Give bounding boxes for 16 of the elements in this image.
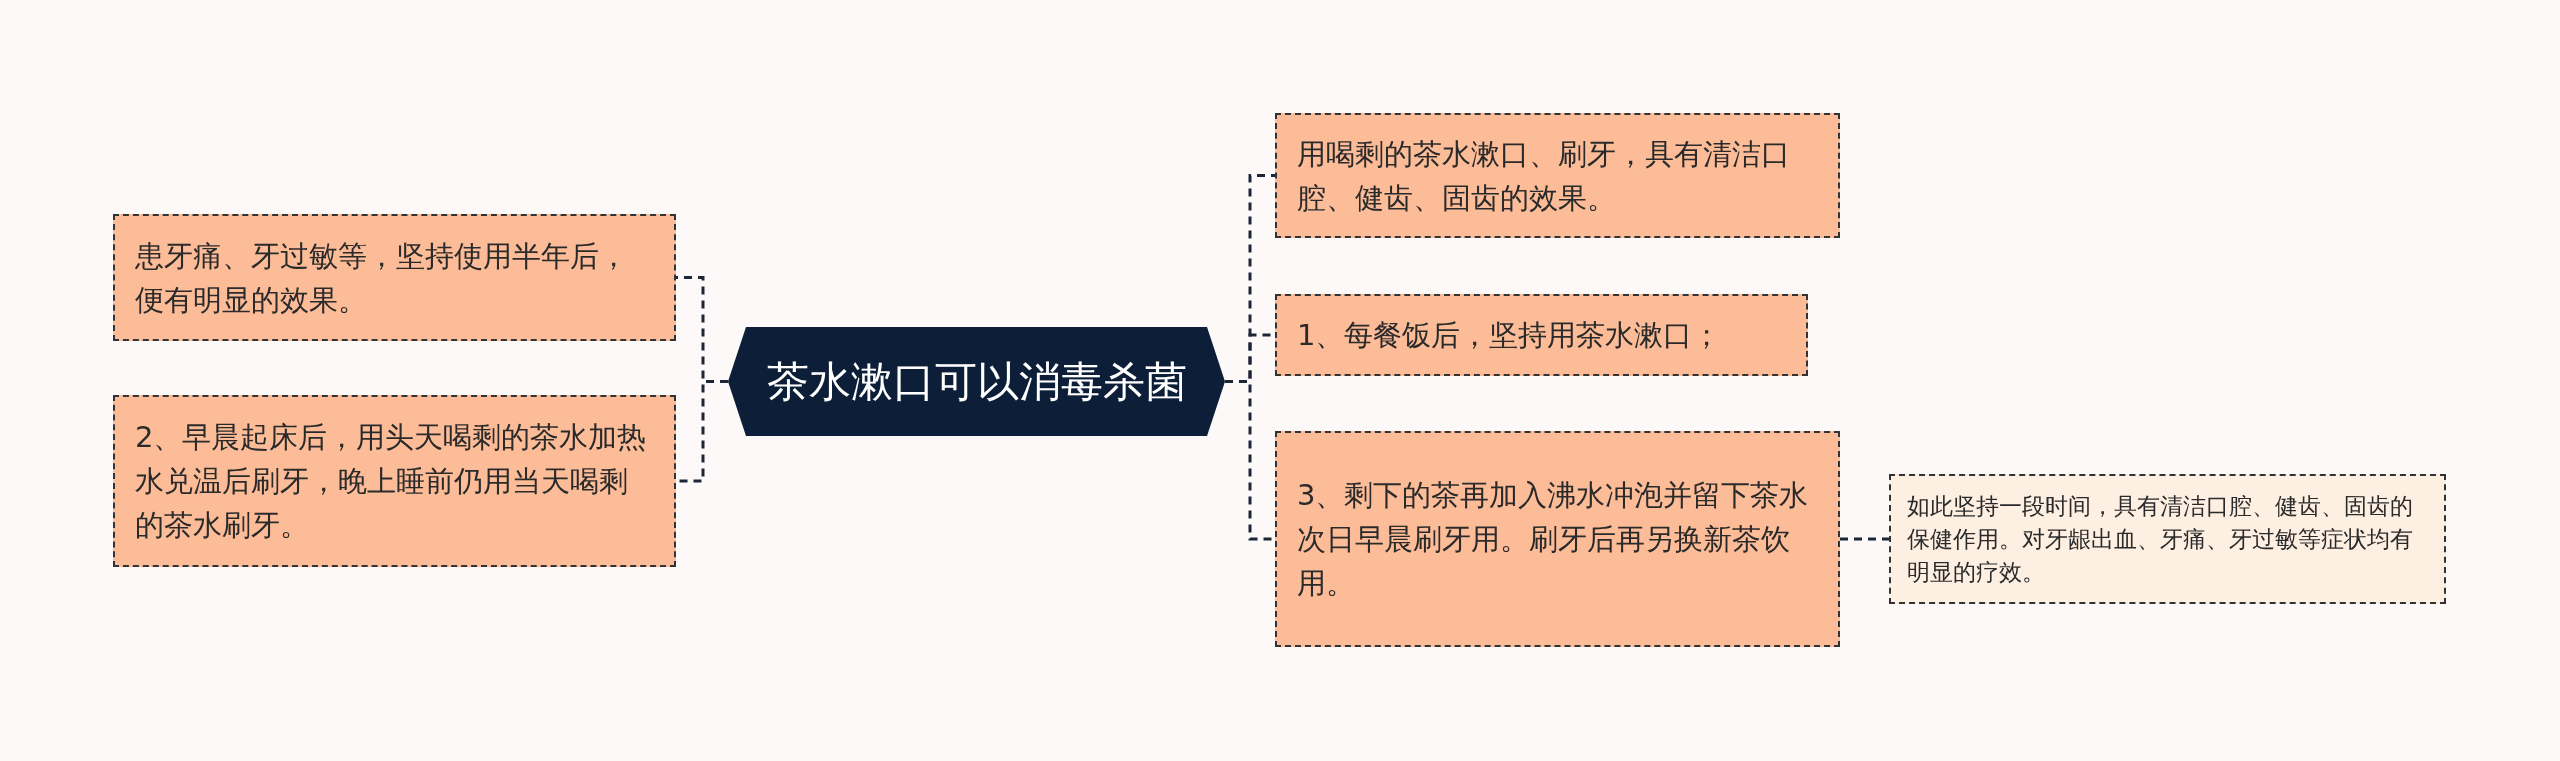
topic-text: 1、每餐饭后，坚持用茶水漱口； <box>1297 317 1722 354</box>
note-box <box>1889 474 2446 604</box>
topic-text: 患牙痛、牙过敏等，坚持使用半年后，便有明显的效果。 <box>135 237 629 319</box>
connector-line <box>1840 537 1889 541</box>
topic-box <box>1275 294 1808 376</box>
topic-box <box>113 395 676 567</box>
topic-box <box>113 214 676 341</box>
topic-text: 3、剩下的茶再加入沸水冲泡并留下茶水次日早晨刷牙用。刷牙后再另换新茶饮用。 <box>1297 477 1810 602</box>
topic-title: 茶水漱口可以消毒杀菌 <box>766 355 1187 408</box>
topic-hexagon <box>728 327 1225 436</box>
topic-text: 2、早晨起床后，用头天喝剩的茶水加热水兑温后刷牙，晚上睡前仍用当天喝剩的茶水刷牙。 <box>135 419 648 544</box>
topic-box <box>1275 113 1840 238</box>
topic-box <box>1275 431 1840 647</box>
topic-text: 如此坚持一段时间，具有清洁口腔、健齿、固齿的保健作用。对牙龈出血、牙痛、牙过敏等症状均有明显的疗效。 <box>1907 491 2414 587</box>
topic-text: 用喝剩的茶水漱口、刷牙，具有清洁口腔、健齿、固齿的效果。 <box>1297 135 1791 217</box>
connector-line <box>1225 380 1275 541</box>
